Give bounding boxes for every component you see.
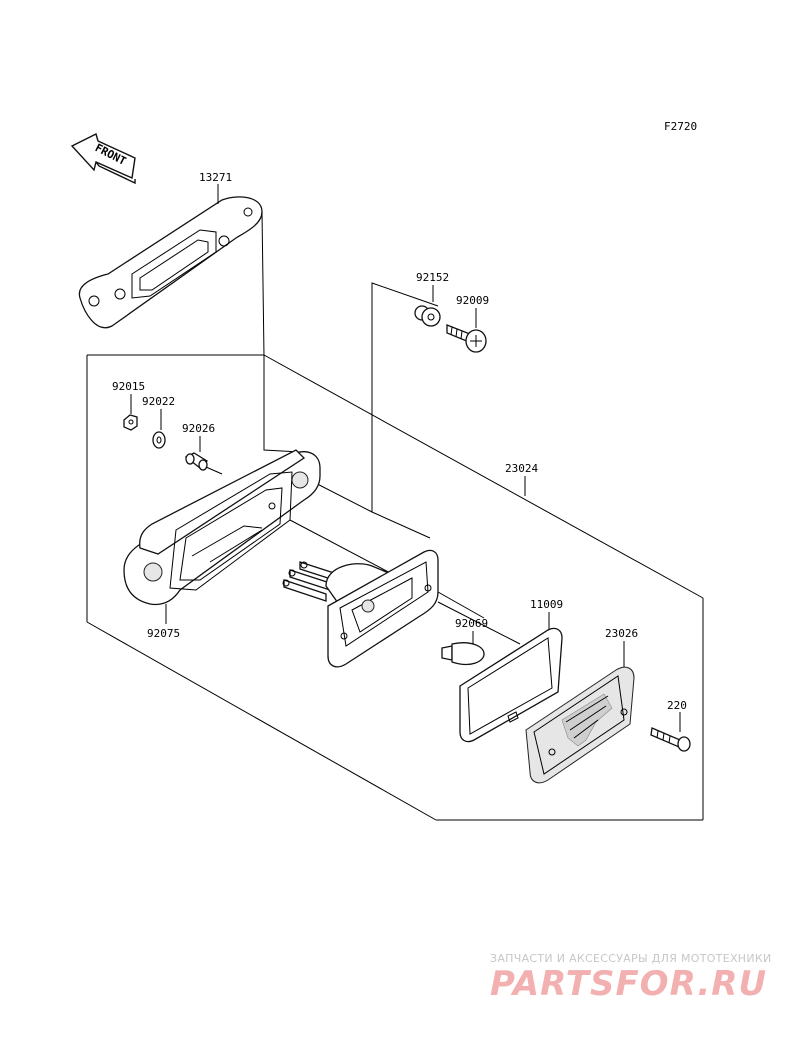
bulb-92069 — [441, 642, 485, 666]
screw-220 — [650, 727, 691, 752]
housing-92075 — [123, 449, 321, 606]
part-label-92152: 92152 — [416, 271, 449, 284]
part-label-92026: 92026 — [182, 422, 215, 435]
part-label-92009: 92009 — [456, 294, 489, 307]
part-label-11009: 11009 — [530, 598, 563, 611]
part-label-92069: 92069 — [455, 617, 488, 630]
part-label-23024: 23024 — [505, 462, 538, 475]
part-label-92022: 92022 — [142, 395, 175, 408]
lens-23026 — [525, 666, 635, 784]
part-label-220: 220 — [667, 699, 687, 712]
socket-assembly — [282, 549, 439, 668]
watermark-logo: PARTSFOR.RU — [490, 964, 768, 1004]
watermark-tagline: ЗАПЧАСТИ И АКСЕССУАРЫ ДЛЯ МОТОТЕХНИКИ — [490, 952, 772, 965]
figure-code: F2720 — [664, 120, 697, 133]
collar-92026 — [184, 452, 209, 471]
part-label-92015: 92015 — [112, 380, 145, 393]
washer-92152 — [414, 305, 441, 327]
part-label-92075: 92075 — [147, 627, 180, 640]
gasket-13271 — [78, 196, 263, 329]
lens-gasket-11009 — [459, 627, 563, 743]
part-label-13271: 13271 — [199, 171, 232, 184]
part-label-23026: 23026 — [605, 627, 638, 640]
screw-92009 — [446, 324, 487, 353]
washer-92022 — [152, 431, 166, 449]
nut-92015 — [123, 414, 138, 431]
front-arrow-icon: FRONT — [70, 132, 136, 185]
